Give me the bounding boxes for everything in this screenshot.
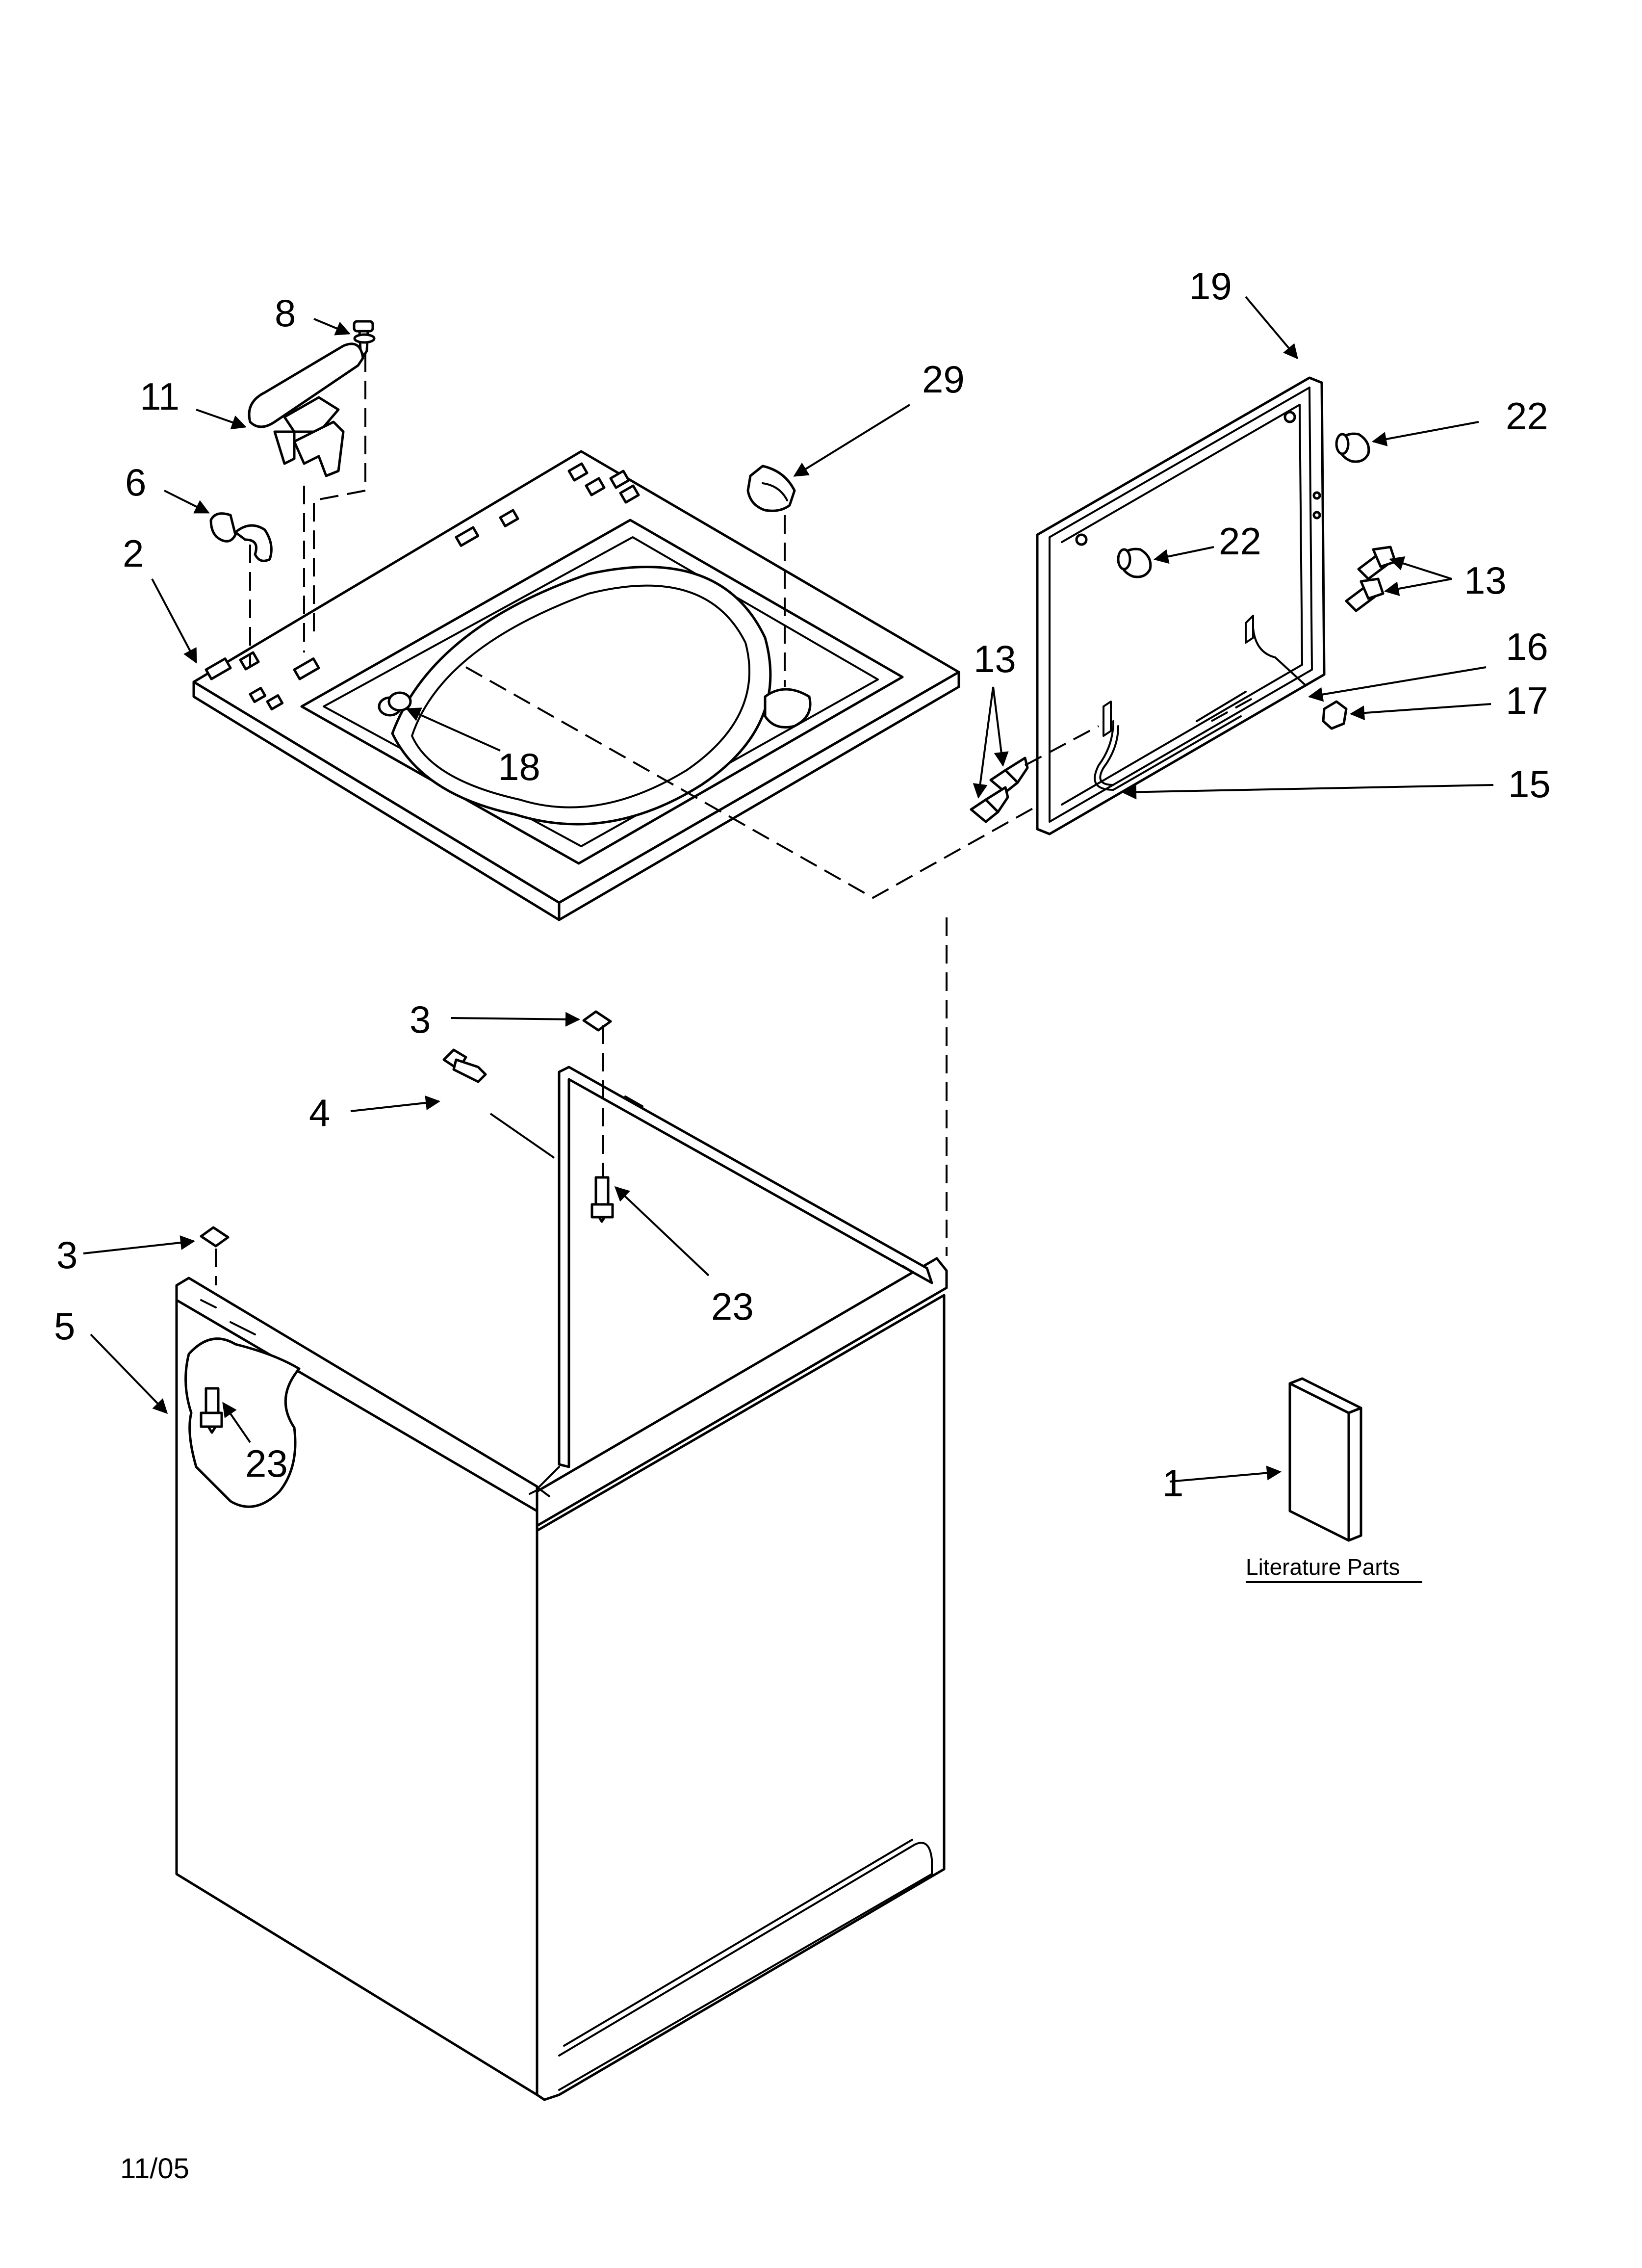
- cabinet-cutout: [184, 1337, 301, 1508]
- callout-15: 15: [1508, 762, 1551, 806]
- rear-panel: [1036, 376, 1326, 835]
- callout-8: 8: [275, 291, 296, 335]
- screw-8: [353, 320, 376, 357]
- lid-switch-11: [248, 342, 364, 477]
- callout-17: 17: [1506, 679, 1548, 722]
- plug-22-upper: [1335, 432, 1370, 463]
- leader-lines: [83, 296, 1494, 1483]
- dispenser-cap-29: [746, 465, 796, 512]
- callout-22-lower: 22: [1219, 520, 1261, 563]
- cabinet: [175, 1066, 948, 2101]
- clip-6: [209, 512, 273, 562]
- callout-5: 5: [54, 1304, 75, 1348]
- callout-13-left: 13: [974, 637, 1016, 680]
- cutout-screw: [200, 1387, 223, 1434]
- washer-top: [192, 450, 960, 921]
- assembly-lines: [215, 353, 1256, 1285]
- callout-numbers: 8 11 6 2 29 19 22 22 13 13 16 17 15 18 3…: [54, 264, 1551, 1505]
- callout-22-upper: 22: [1506, 394, 1548, 438]
- callout-29: 29: [922, 358, 965, 401]
- literature-pack: [1288, 1377, 1362, 1542]
- clip-3-upper: [582, 1010, 612, 1032]
- plug-22-lower: [1117, 547, 1152, 578]
- date-code: 11/05: [120, 2153, 189, 2185]
- callout-13-right: 13: [1464, 559, 1507, 602]
- callout-16: 16: [1506, 625, 1548, 668]
- callout-4: 4: [309, 1091, 330, 1134]
- callout-18: 18: [498, 745, 540, 788]
- screws-13-right: [1345, 546, 1397, 612]
- screws-13-left: [970, 756, 1029, 823]
- screw-4: [442, 1048, 487, 1083]
- callout-1: 1: [1162, 1461, 1183, 1505]
- callout-19: 19: [1189, 264, 1232, 308]
- callout-23-lower: 23: [245, 1442, 288, 1485]
- callout-11: 11: [140, 375, 180, 418]
- callout-6: 6: [125, 461, 146, 504]
- screw-23-upper: [590, 1176, 614, 1223]
- callout-3-upper: 3: [410, 998, 431, 1041]
- callout-2: 2: [123, 532, 144, 575]
- callout-3-lower: 3: [56, 1233, 77, 1277]
- clip-17: [1322, 700, 1348, 730]
- literature-parts-label: Literature Parts: [1246, 1554, 1400, 1580]
- clip-3-lower: [200, 1226, 230, 1248]
- callout-23-upper: 23: [711, 1285, 754, 1328]
